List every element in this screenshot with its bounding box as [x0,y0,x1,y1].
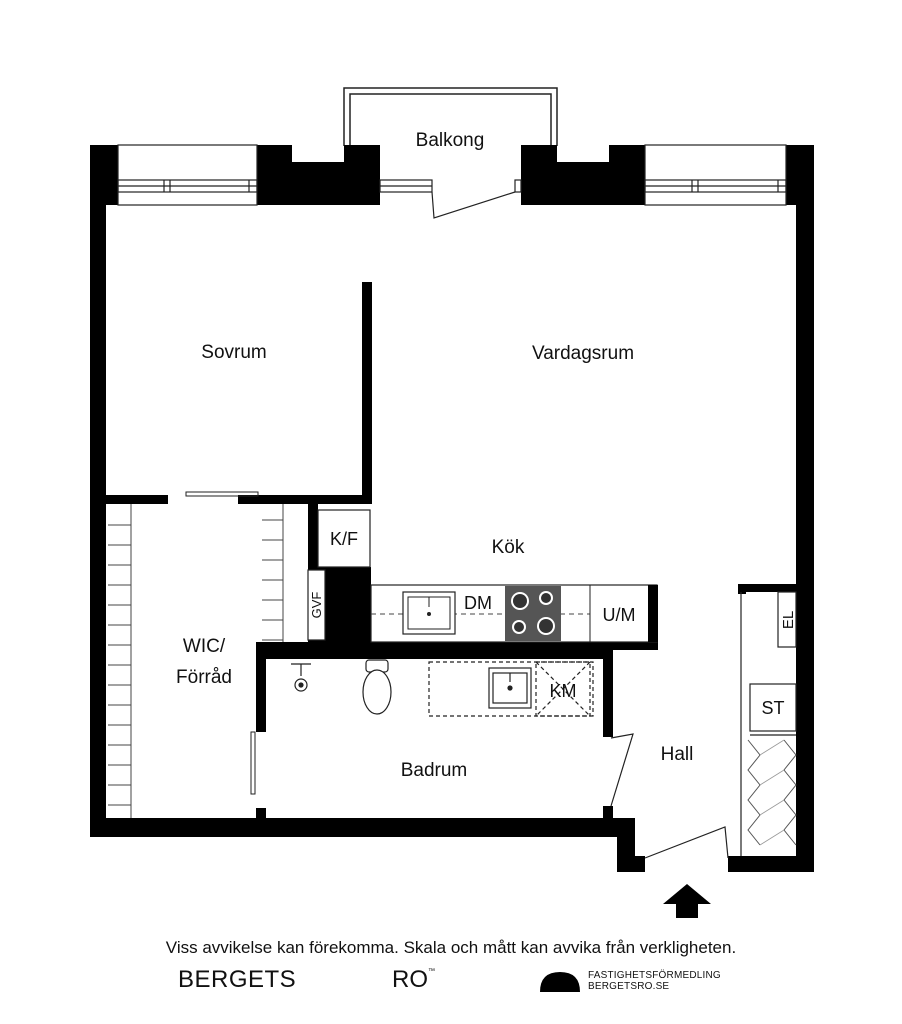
balcony-door [431,191,516,219]
toilet [362,659,392,715]
brand-name-left: BERGETS [178,966,297,993]
kitchen-counter [370,584,658,643]
shower [291,663,311,692]
room-label-forrad: Förråd [176,667,232,688]
room-label-balkong: Balkong [416,130,485,151]
bathroom-counter [428,661,594,717]
fixture-label-um: U/M [603,605,636,625]
fixture-label-st: ST [761,698,784,718]
room-label-hall: Hall [661,744,694,765]
room-label-wic: WIC/ [183,636,226,657]
exterior-walls [90,145,814,872]
front-door [644,826,729,859]
agency-text: FASTIGHETSFÖRMEDLING BERGETSRO.SE [588,970,721,992]
kf-box [317,509,371,568]
fixture-label-dm: DM [464,593,492,613]
fixture-label-el: EL [780,611,797,629]
wic-shelves [108,504,284,818]
fixture-label-km: KM [550,681,577,701]
windows [117,144,787,206]
disclaimer-text: Viss avvikelse kan förekomma. Skala och … [165,938,737,957]
room-label-badrum: Badrum [401,760,468,781]
room-label-kok: Kök [492,537,525,558]
sliding-door [185,491,259,497]
fixture-label-kf: K/F [330,529,358,549]
brand-name-right: RO™ [392,966,435,994]
room-label-vardagsrum: Vardagsrum [532,343,634,364]
room-label-sovrum: Sovrum [201,342,266,363]
wic-door [250,731,256,795]
agency-line-2: BERGETSRO.SE [588,981,670,992]
hall-closet [740,591,797,856]
agency-line-1: FASTIGHETSFÖRMEDLING [588,970,721,981]
brand-trademark: ™ [428,968,435,975]
entrance-arrow-icon [663,884,711,918]
brand-ro-text: RO [392,966,428,993]
balcony-outline [343,87,558,146]
floor-plan: Balkong Sovrum Vardagsrum Kök WIC/ Förrå… [90,87,814,918]
gvf-box [307,569,326,641]
fixture-label-gvf: GVF [309,592,324,619]
bathroom-door [610,733,634,807]
agency-logo-icon [540,972,580,992]
